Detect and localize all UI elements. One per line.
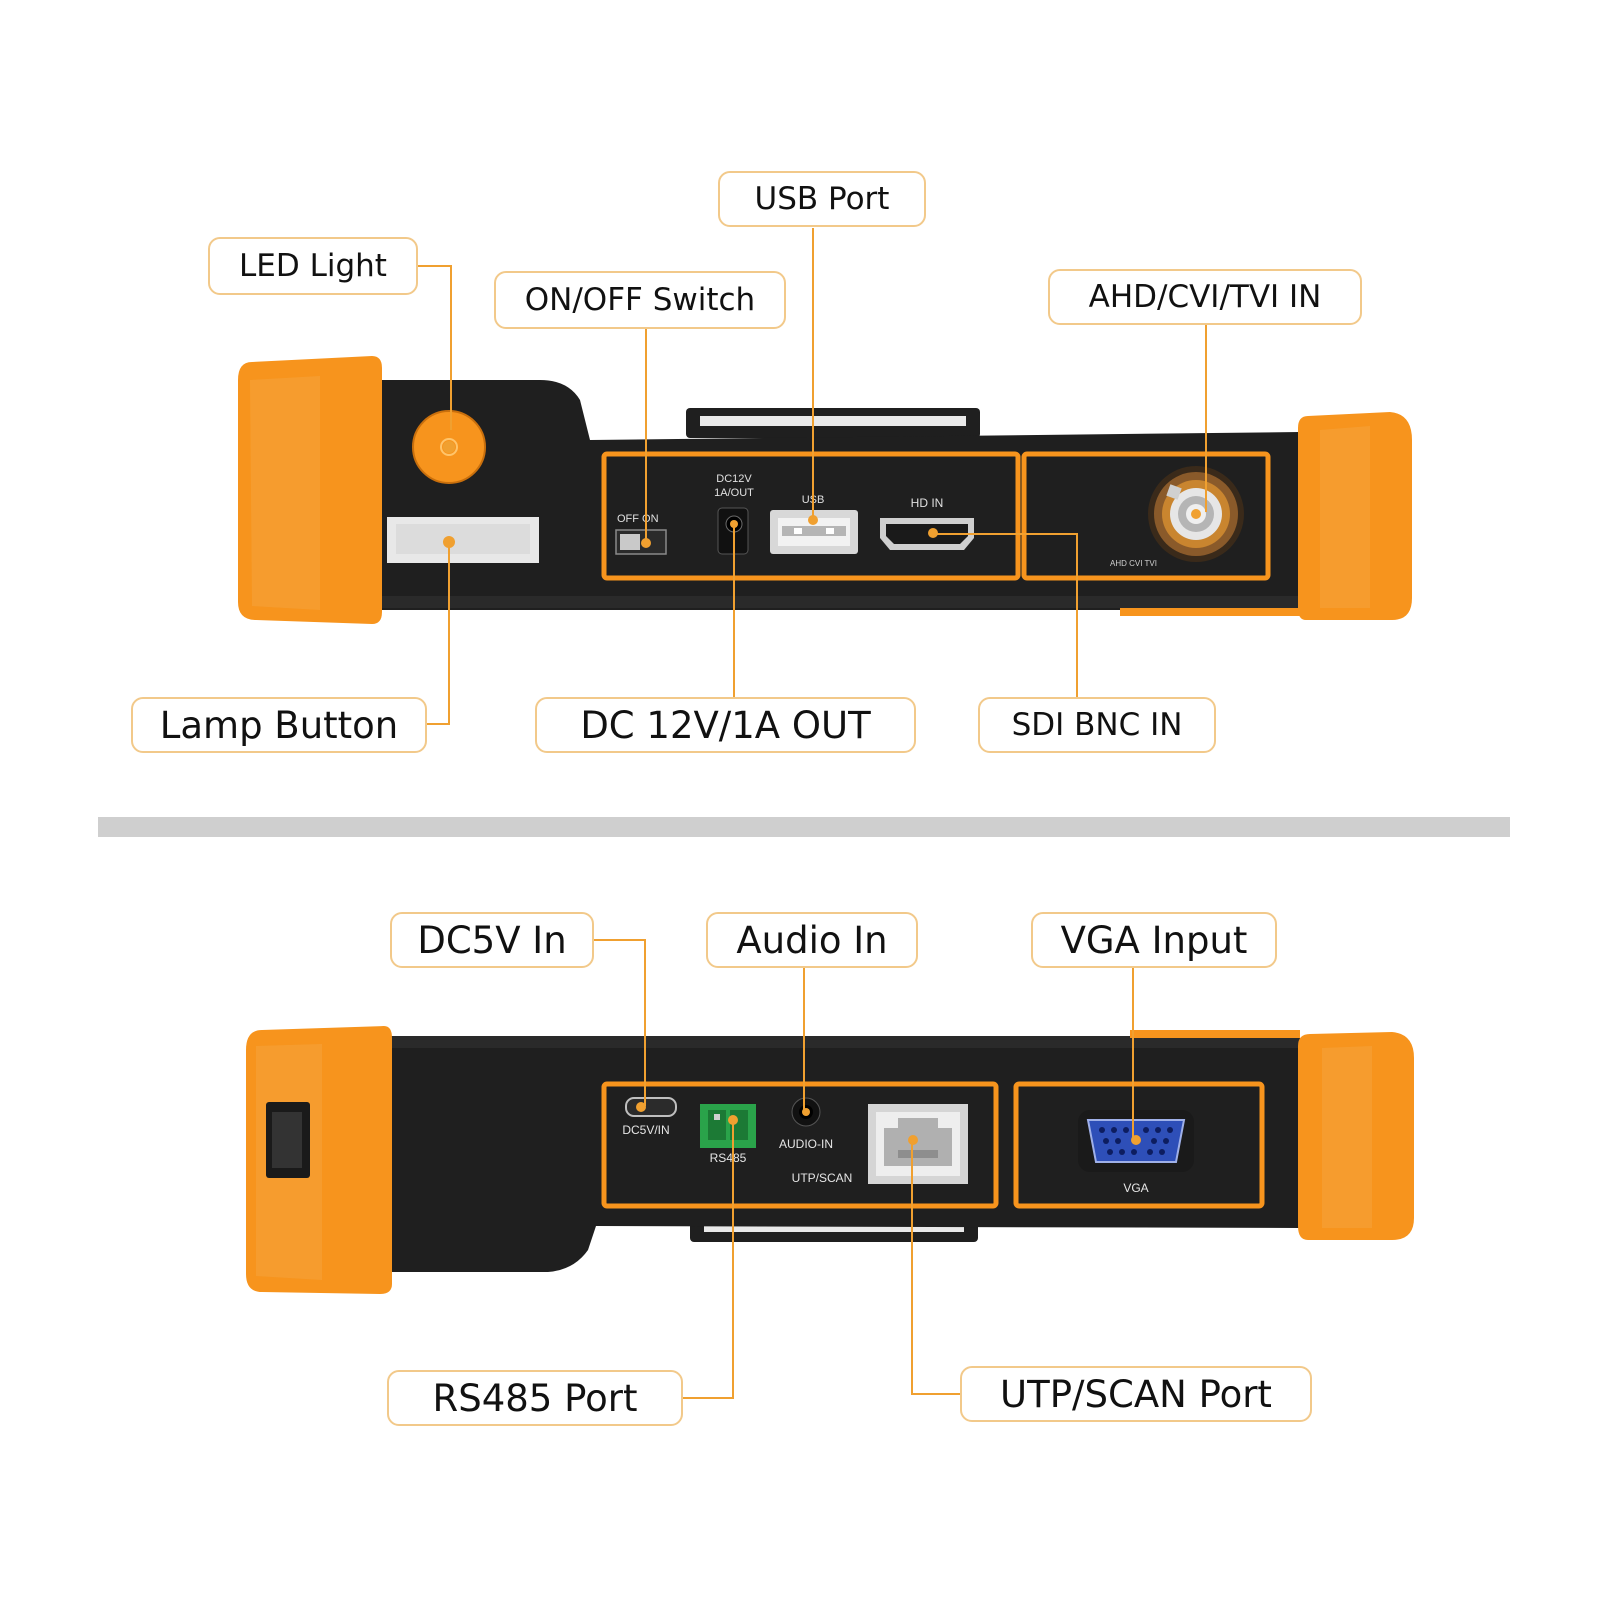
lamp-button-callout: Lamp Button [131,697,427,753]
utp-scan-port-callout: UTP/SCAN Port [960,1366,1312,1422]
off-on-marking: OFF ON [617,513,659,525]
dc5v-in-callout: DC5V In [390,912,594,968]
dc12v-marking: DC12V [716,473,752,485]
vga-marking: VGA [1123,1181,1148,1195]
sdi-bnc-in-callout: SDI BNC IN [978,697,1216,753]
hd-in-marking: HD IN [911,496,944,510]
on-off-switch-callout: ON/OFF Switch [494,271,786,329]
device-bottom-view: DC5V/IN RS485 AUDIO-IN UTP/SCAN [246,1026,1414,1294]
audio-in-marking: AUDIO-IN [779,1137,833,1151]
audio-in-callout: Audio In [706,912,918,968]
utp-scan-marking: UTP/SCAN [792,1171,853,1185]
dc5v-in-marking: DC5V/IN [622,1123,669,1137]
usb-port-callout: USB Port [718,171,926,227]
ahd-cvi-tvi-in-callout: AHD/CVI/TVI IN [1048,269,1362,325]
leader-lines [418,228,1207,1399]
rs485-port-callout: RS485 Port [387,1370,683,1426]
device-top-view: OFF ON DC12V 1A/OUT USB HD IN [238,356,1412,624]
dc-12v-1a-out-callout: DC 12V/1A OUT [535,697,916,753]
vga-input-callout: VGA Input [1031,912,1277,968]
led-light-callout: LED Light [208,237,418,295]
ahd-cvi-tvi-marking: AHD CVI TVI [1110,559,1157,568]
section-divider [98,817,1510,837]
one-a-out-marking: 1A/OUT [714,487,754,499]
rs485-marking: RS485 [710,1151,747,1165]
